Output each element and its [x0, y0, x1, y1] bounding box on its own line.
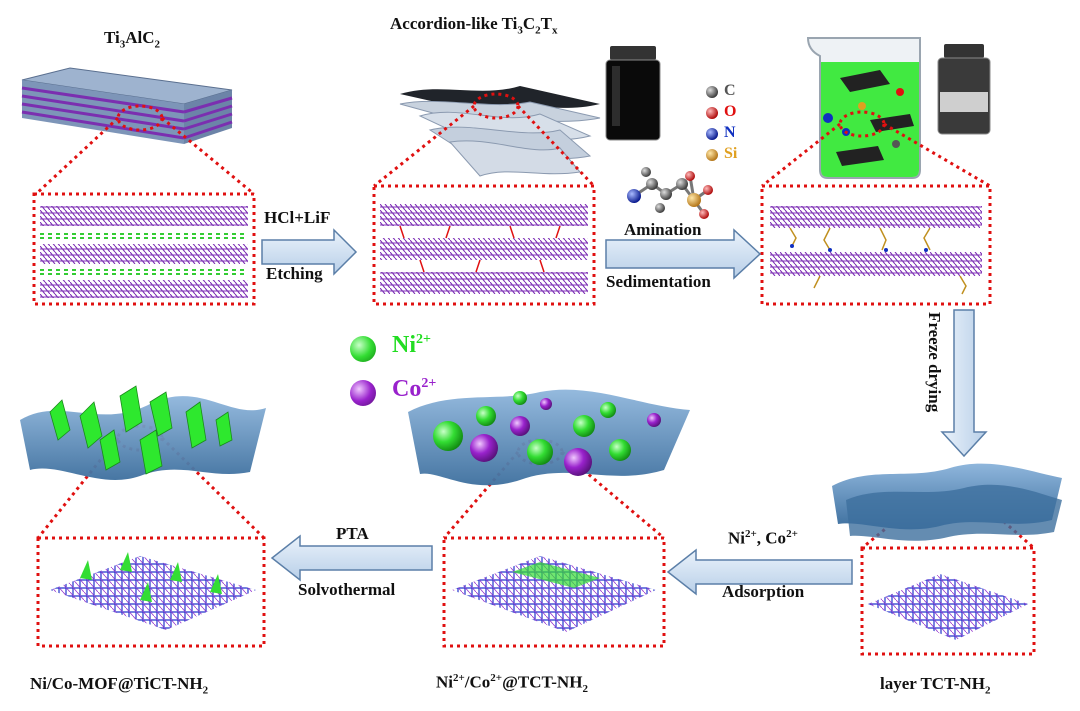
beaker	[806, 37, 921, 179]
legend-carbon: C	[724, 82, 736, 99]
ti3alc2-stack	[21, 67, 233, 144]
aminosilane-molecule	[627, 167, 713, 219]
mof-grid-zoom	[50, 552, 256, 630]
legend-nitrogen: N	[724, 124, 736, 141]
layer-sheet	[832, 463, 1062, 541]
co-ion-icon	[350, 380, 376, 406]
etching-arrow	[261, 228, 358, 276]
amination-arrow	[605, 228, 762, 280]
adsorption-ions-label: Ni2+, Co2+	[728, 528, 798, 548]
freeze-drying-arrow	[940, 309, 988, 458]
accordion-label: Accordion-like Ti3C2Tx	[390, 14, 558, 37]
ni-ion-legend: Ni2+	[392, 332, 431, 358]
ion-grid-zoom	[452, 556, 656, 632]
process-arrows	[261, 228, 988, 596]
mof-sheet	[20, 385, 266, 480]
sedimentation-label: Sedimentation	[606, 272, 711, 291]
adsorption-arrow	[666, 548, 853, 596]
oxygen-ball-icon	[706, 107, 718, 119]
ion-sheet	[408, 389, 690, 486]
accordion-sheets	[399, 86, 601, 177]
ti3alc2-label: Ti3AlC2	[104, 28, 161, 51]
silicon-ball-icon	[706, 149, 718, 161]
ion-tct-label: Ni2+/Co2+@TCT-NH2	[436, 672, 588, 696]
legend-silicon: Si	[724, 145, 738, 162]
layer-grid-zoom	[868, 574, 1028, 640]
vial-gray	[937, 44, 991, 135]
aminated-layers-zoom	[770, 206, 982, 295]
layer-tct-label: layer TCT-NH2	[880, 674, 991, 697]
carbon-ball-icon	[706, 86, 718, 98]
solvothermal-label: Solvothermal	[298, 580, 396, 599]
pta-label: PTA	[336, 524, 369, 543]
co-ion-legend: Co2+	[392, 376, 437, 402]
etch-reagent-label: HCl+LiF	[264, 208, 331, 227]
atom-legend-balls	[706, 86, 718, 161]
vial-dark	[605, 46, 661, 141]
ti3alc2-layers-zoom	[40, 206, 248, 298]
legend-oxygen: O	[724, 103, 737, 120]
ti3c2tx-layers-zoom	[380, 204, 588, 294]
freeze-drying-label: Freeze drying	[925, 312, 944, 413]
adsorption-label: Adsorption	[722, 582, 805, 601]
ni-ion-icon	[350, 336, 376, 362]
amination-label: Amination	[624, 220, 702, 239]
solvothermal-arrow	[270, 534, 433, 582]
etching-label: Etching	[266, 264, 323, 283]
nitrogen-ball-icon	[706, 128, 718, 140]
mof-label: Ni/Co-MOF@TiCT-NH2	[30, 674, 209, 697]
